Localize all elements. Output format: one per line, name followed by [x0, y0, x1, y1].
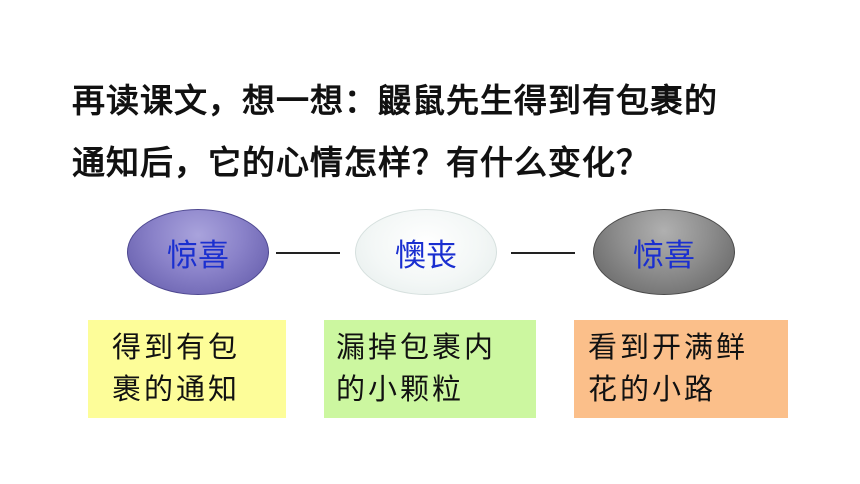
- mood-ellipse-surprised-1: 惊喜: [127, 209, 269, 295]
- mood-label: 惊喜: [167, 237, 229, 274]
- event-line: 漏掉包裹内: [336, 330, 497, 364]
- mood-ellipse-surprised-2: 惊喜: [593, 209, 735, 295]
- event-box-notice: 得到有包 裹的通知: [88, 320, 286, 418]
- connector-line: [276, 252, 340, 254]
- question-text: 再读课文，想一想：鼹鼠先生得到有包裹的 通知后，它的心情怎样？有什么变化？: [72, 70, 832, 194]
- event-line: 看到开满鲜: [588, 330, 749, 364]
- event-box-lost-seeds: 漏掉包裹内 的小颗粒: [324, 320, 536, 418]
- question-line-1: 再读课文，想一想：鼹鼠先生得到有包裹的: [72, 81, 718, 120]
- event-line: 的小颗粒: [336, 372, 465, 406]
- event-box-flower-path: 看到开满鲜 花的小路: [574, 320, 788, 418]
- connector-line: [511, 252, 575, 254]
- mood-label: 懊丧: [395, 237, 457, 274]
- mood-ellipse-dejected: 懊丧: [355, 209, 497, 295]
- event-line: 得到有包: [112, 330, 241, 364]
- event-line: 裹的通知: [112, 372, 241, 406]
- event-line: 花的小路: [588, 372, 717, 406]
- question-line-2: 通知后，它的心情怎样？有什么变化？: [72, 143, 650, 182]
- mood-label: 惊喜: [633, 237, 695, 274]
